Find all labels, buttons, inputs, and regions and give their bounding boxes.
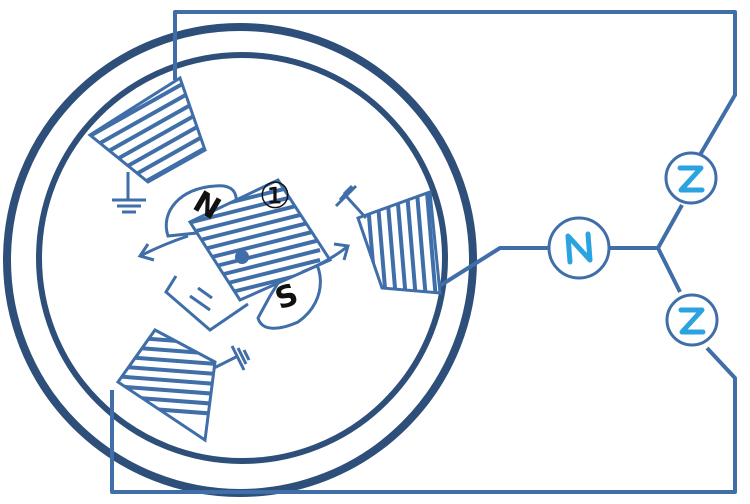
ground-symbol-right	[334, 184, 368, 220]
sine-wave-icon	[678, 307, 706, 335]
sine-wave-icon	[565, 231, 593, 265]
wire-center-up	[656, 204, 684, 249]
ac-source-top	[664, 151, 718, 205]
rotor: N S ①	[164, 176, 333, 332]
rotor-axis-dot	[235, 250, 249, 264]
wire-center-down	[656, 247, 682, 293]
ac-source-bottom	[665, 293, 719, 347]
wire-top-coil	[173, 10, 737, 174]
ground-symbol-top	[112, 172, 146, 214]
wiring	[110, 10, 737, 494]
wire-right-coil	[428, 246, 548, 294]
rotation-arrow-right	[301, 242, 350, 274]
rotor-number-label: ①	[259, 176, 291, 217]
sine-wave-icon	[677, 165, 705, 193]
rotor-battery	[164, 275, 249, 332]
stator-inner-ring	[36, 52, 448, 464]
ground-symbol-bottom	[213, 345, 251, 371]
rotation-arrow-left	[137, 234, 189, 262]
ac-source-middle	[547, 216, 611, 280]
stator-coil-right	[356, 189, 442, 295]
wire-bottom-coil	[110, 346, 737, 494]
